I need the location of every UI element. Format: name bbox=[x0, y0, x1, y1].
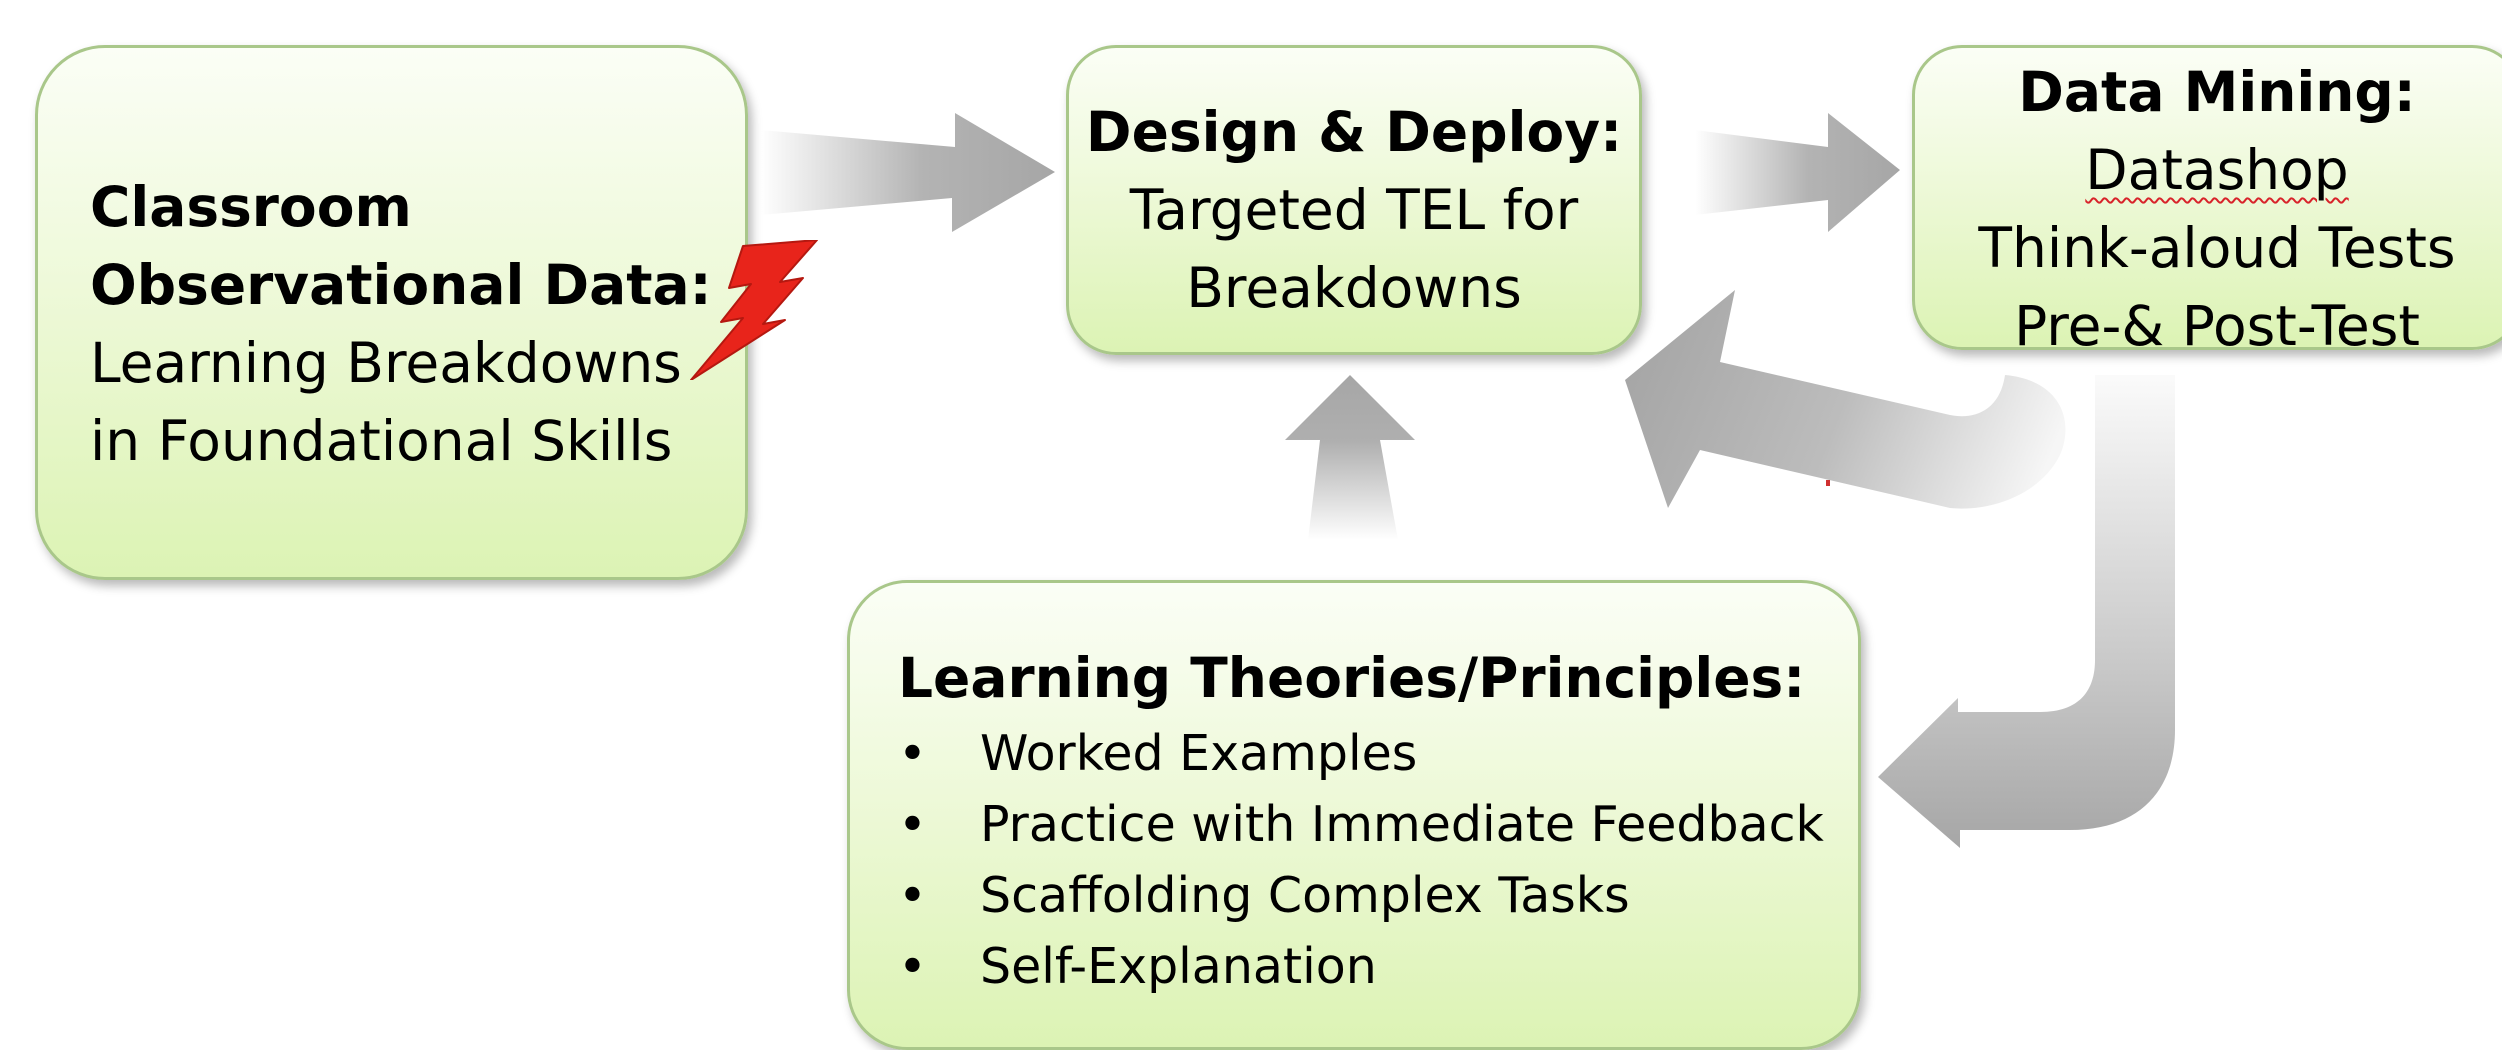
node-data-mining: Data Mining: Datashop Think-aloud Tests … bbox=[1912, 45, 2502, 358]
bullet-icon: • bbox=[898, 796, 927, 853]
design-title: Design & Deploy: bbox=[1085, 100, 1623, 164]
design-body-line1: Targeted TEL for bbox=[1129, 178, 1579, 242]
mining-item-think-aloud: Think-aloud Tests bbox=[1978, 216, 2456, 280]
stray-mark bbox=[1826, 480, 1830, 486]
theories-title: Learning Theories/Principles: bbox=[898, 646, 1806, 710]
theories-list: • Worked Examples • Practice with Immediat… bbox=[898, 718, 1858, 1002]
theory-self-explanation: Self-Explanation bbox=[980, 938, 1377, 995]
bullet-icon: • bbox=[898, 938, 927, 995]
classroom-body-line1: Learning Breakdowns bbox=[90, 331, 682, 395]
list-item: • Self-Explanation bbox=[898, 931, 1858, 1002]
theory-practice-feedback: Practice with Immediate Feedback bbox=[980, 796, 1824, 853]
list-item: • Worked Examples bbox=[898, 718, 1858, 789]
mining-item-datashop: Datashop bbox=[1915, 131, 2502, 209]
mining-item-pre-post-test: Pre-& Post-Test bbox=[2014, 294, 2420, 358]
node-learning-theories: Learning Theories/Principles: • Worked Ex… bbox=[847, 580, 1861, 1050]
bullet-icon: • bbox=[898, 725, 927, 782]
arrow-theories-to-design bbox=[1285, 375, 1415, 540]
connector-arrows bbox=[760, 113, 2175, 848]
arrow-design-to-mining bbox=[1695, 113, 1900, 232]
theory-worked-examples: Worked Examples bbox=[980, 725, 1418, 782]
list-item: • Scaffolding Complex Tasks bbox=[898, 860, 1858, 931]
classroom-title-line2: Observational Data: bbox=[90, 253, 712, 317]
lightning-bolt-icon bbox=[690, 240, 818, 380]
classroom-body-line2: in Foundational Skills bbox=[90, 409, 673, 473]
arrow-classroom-to-design bbox=[760, 113, 1055, 232]
arrow-mining-to-design bbox=[1625, 290, 2066, 509]
node-design-deploy: Design & Deploy: Targeted TEL for Breakd… bbox=[1066, 45, 1642, 355]
arrow-mining-to-theories bbox=[1878, 375, 2175, 848]
mining-item-datashop-text: Datashop bbox=[2085, 138, 2349, 202]
list-item: • Practice with Immediate Feedback bbox=[898, 789, 1858, 860]
bullet-icon: • bbox=[898, 867, 927, 924]
node-classroom-observational-data: Classroom Observational Data: Learning B… bbox=[35, 45, 748, 580]
design-body-line2: Breakdowns bbox=[1186, 256, 1522, 320]
mining-title: Data Mining: bbox=[2018, 60, 2416, 124]
classroom-title-line1: Classroom bbox=[90, 175, 412, 239]
theory-scaffolding: Scaffolding Complex Tasks bbox=[980, 867, 1630, 924]
